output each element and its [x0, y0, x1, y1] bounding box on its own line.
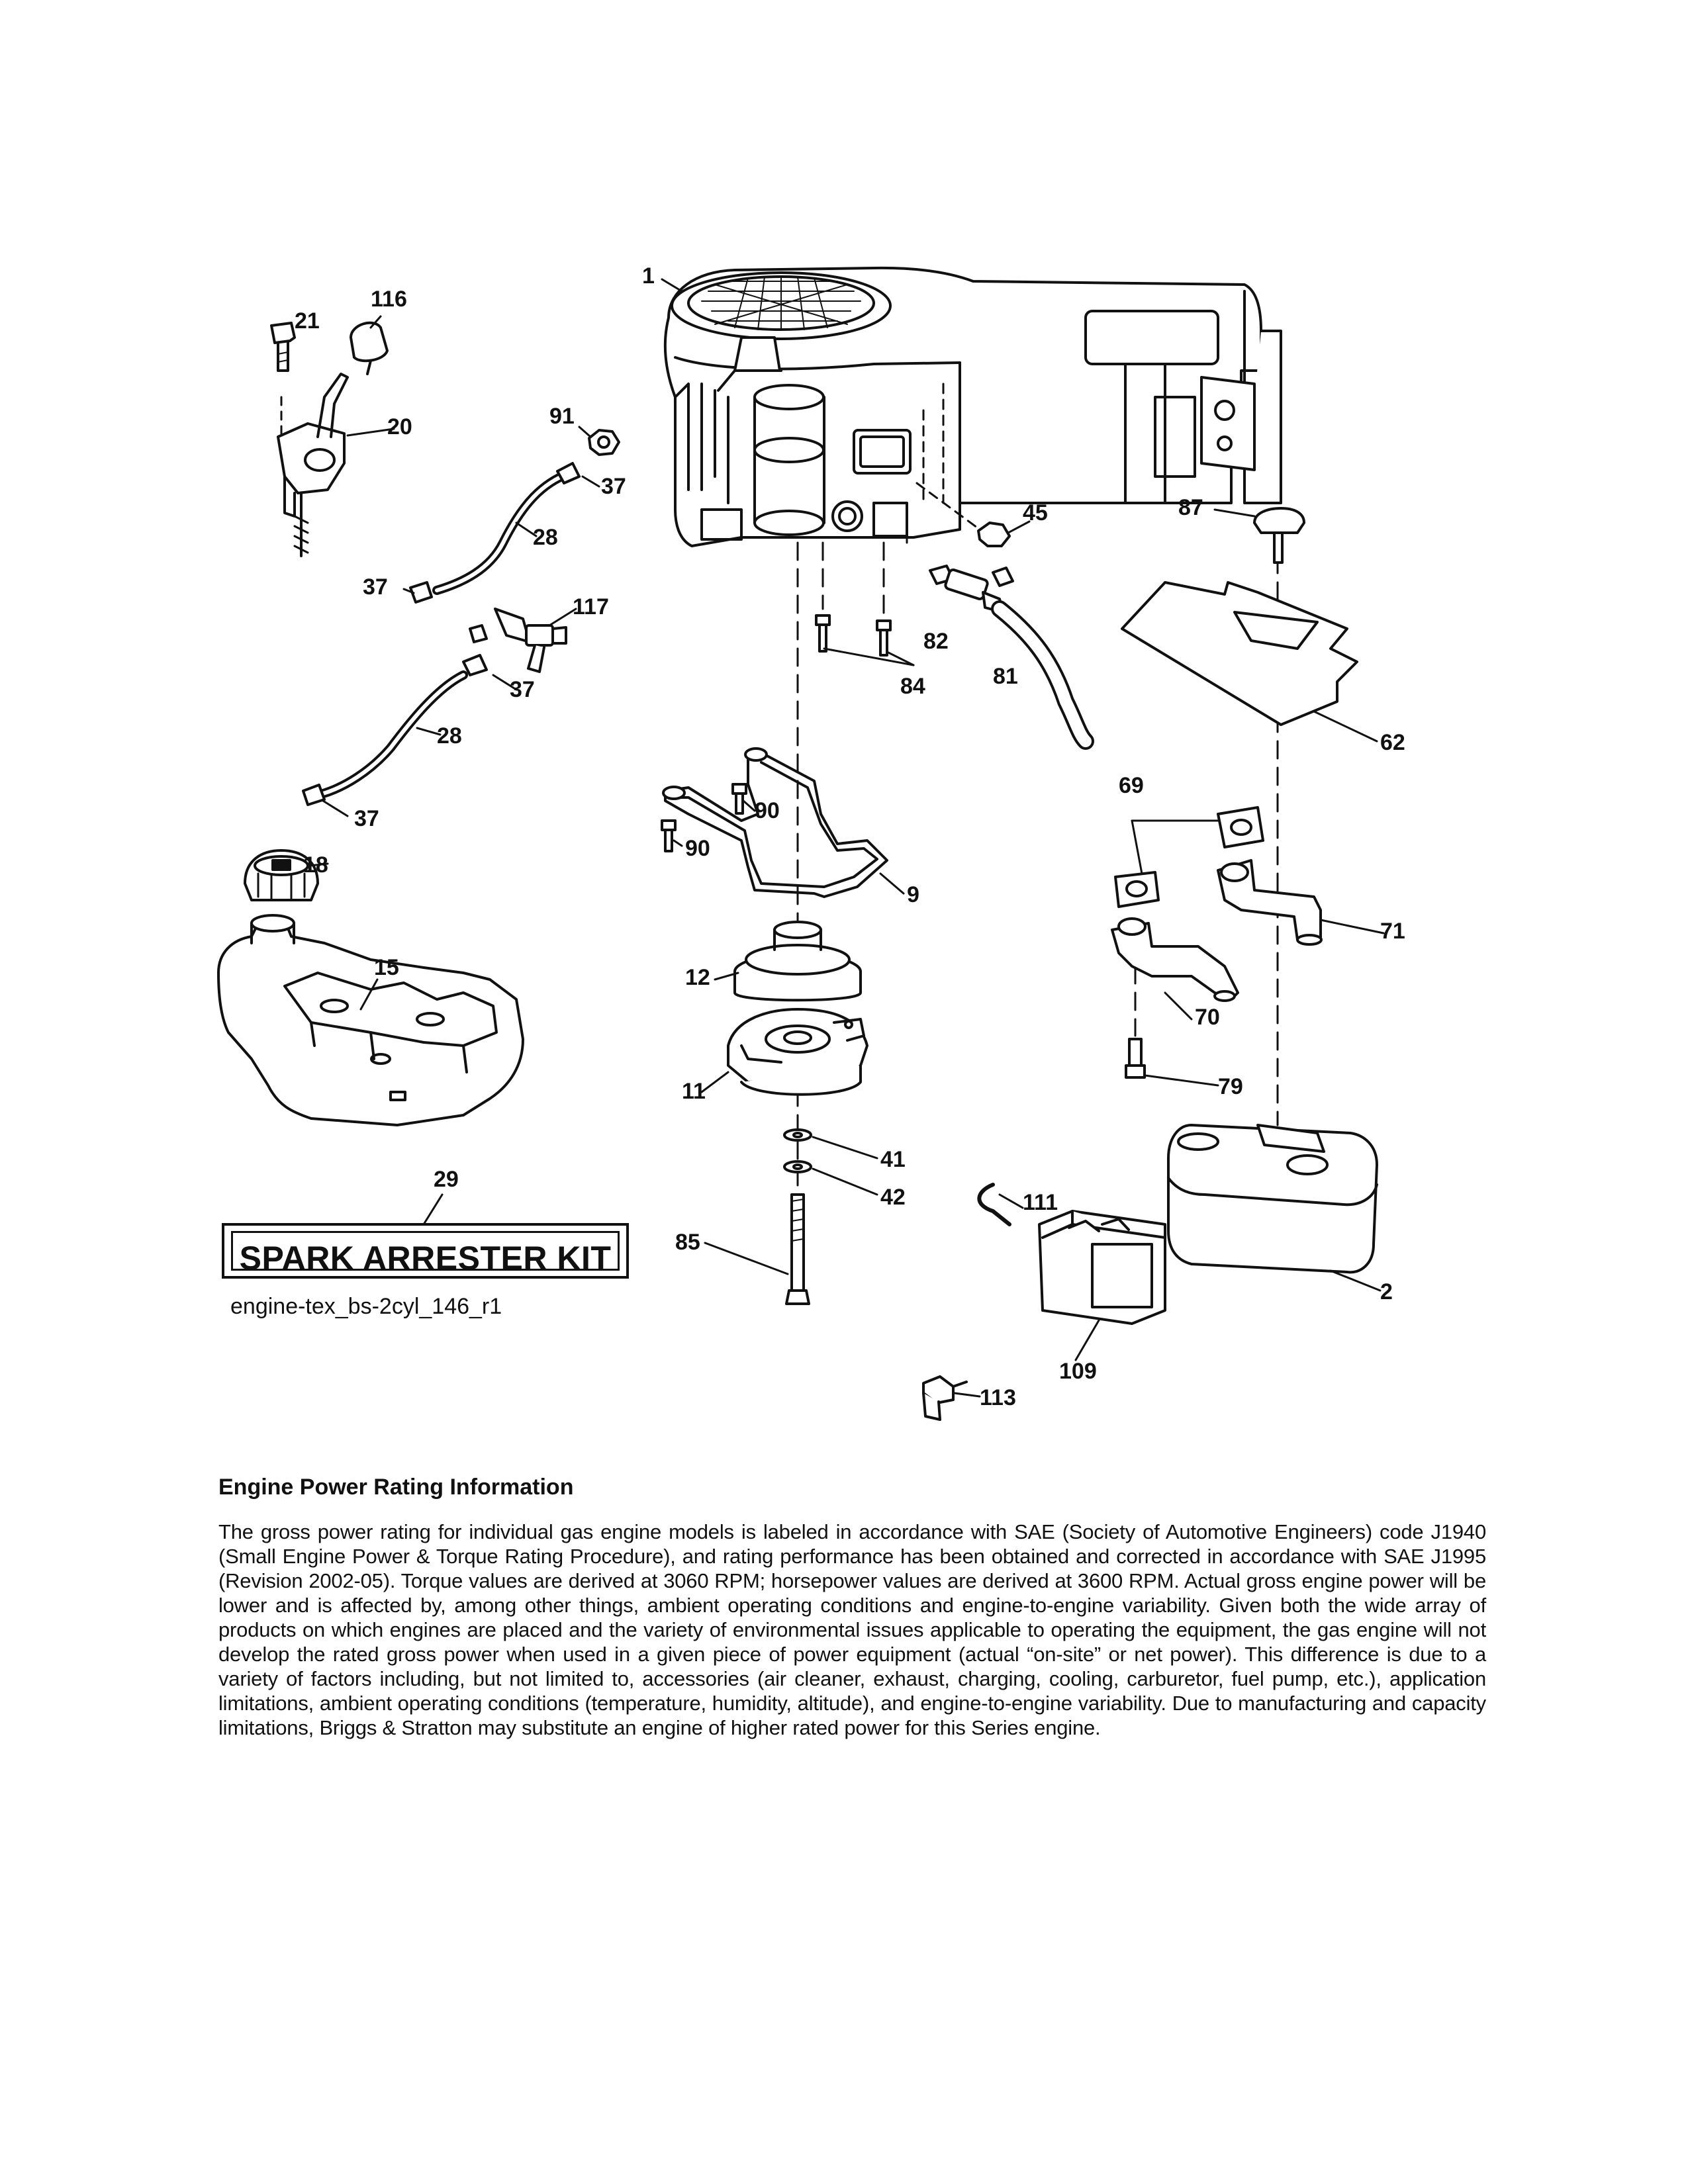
callout-28: 28: [533, 525, 558, 550]
muffler: [1167, 1124, 1378, 1274]
engine: [663, 266, 1282, 547]
connector-113: [922, 1375, 968, 1421]
callout-62: 62: [1380, 730, 1405, 755]
callout-41: 41: [880, 1147, 906, 1172]
bolt-85: [785, 1193, 810, 1305]
callout-21: 21: [295, 308, 320, 334]
pulley: [733, 921, 862, 1002]
diagram-file-id: engine-tex_bs-2cyl_146_r1: [230, 1294, 502, 1319]
solenoid: [1038, 1210, 1166, 1325]
callout-79: 79: [1218, 1074, 1243, 1099]
callout-70: 70: [1195, 1005, 1220, 1030]
callout-11: 11: [682, 1079, 706, 1104]
fuel-tank: [217, 914, 524, 1126]
callout-69: 69: [1119, 773, 1144, 798]
callout-12: 12: [685, 965, 710, 990]
exhaust-gaskets: [1114, 806, 1264, 908]
wire-111: [977, 1183, 1011, 1226]
info-heading: Engine Power Rating Information: [218, 1475, 574, 1500]
callout-9: 9: [907, 882, 919, 907]
pto-clutch: [727, 1008, 868, 1096]
callout-71: 71: [1380, 919, 1405, 944]
fuel-line-upper: [409, 462, 581, 604]
callout-29: 29: [434, 1167, 459, 1192]
callout-28: 28: [437, 723, 462, 749]
bolt-79: [1125, 1038, 1146, 1079]
callout-37: 37: [363, 574, 388, 600]
callout-117: 117: [573, 594, 609, 619]
callout-45: 45: [1023, 500, 1048, 525]
belt-guide: [662, 747, 888, 898]
heat-shield: [1121, 581, 1358, 726]
callout-91: 91: [549, 404, 575, 429]
exhaust-pipe-71: [1217, 859, 1323, 946]
callout-20: 20: [387, 414, 412, 439]
spark-arrester-kit-label: SPARK ARRESTER KIT: [239, 1240, 612, 1277]
callout-81: 81: [993, 664, 1018, 689]
callout-109: 109: [1059, 1359, 1097, 1384]
exhaust-pipe-70: [1111, 917, 1239, 1002]
callout-113: 113: [980, 1385, 1016, 1410]
nut-91: [588, 429, 620, 456]
callout-85: 85: [675, 1230, 700, 1255]
callout-90: 90: [685, 836, 710, 861]
washers: [783, 1128, 812, 1173]
callout-116: 116: [371, 287, 407, 312]
callout-leaders: [308, 278, 1385, 1398]
callout-111: 111: [1023, 1190, 1058, 1215]
nut-45: [977, 522, 1011, 547]
callout-15: 15: [374, 955, 399, 980]
callout-2: 2: [1380, 1279, 1393, 1304]
callout-87: 87: [1178, 495, 1203, 520]
knob-87: [1253, 507, 1305, 564]
callout-82: 82: [923, 629, 949, 654]
bolts-90: [661, 783, 747, 852]
callout-37: 37: [510, 677, 535, 702]
spark-arrester-kit-box: SPARK ARRESTER KIT: [222, 1223, 629, 1279]
callout-18: 18: [303, 852, 328, 878]
callout-42: 42: [880, 1185, 906, 1210]
engine-parts-diagram: [217, 266, 1385, 1421]
fuel-cap: [244, 849, 319, 901]
callout-84: 84: [900, 674, 925, 699]
bolts-84: [815, 614, 892, 657]
fuel-shutoff-valve: [469, 608, 567, 673]
callout-1: 1: [642, 263, 655, 289]
throttle-control: [270, 321, 389, 557]
fuel-hose: [991, 600, 1094, 750]
callout-37: 37: [354, 806, 379, 831]
callout-37: 37: [601, 474, 626, 499]
callout-90: 90: [755, 798, 780, 823]
fuel-line-lower: [302, 654, 488, 806]
info-body: The gross power rating for individual ga…: [218, 1520, 1486, 1739]
